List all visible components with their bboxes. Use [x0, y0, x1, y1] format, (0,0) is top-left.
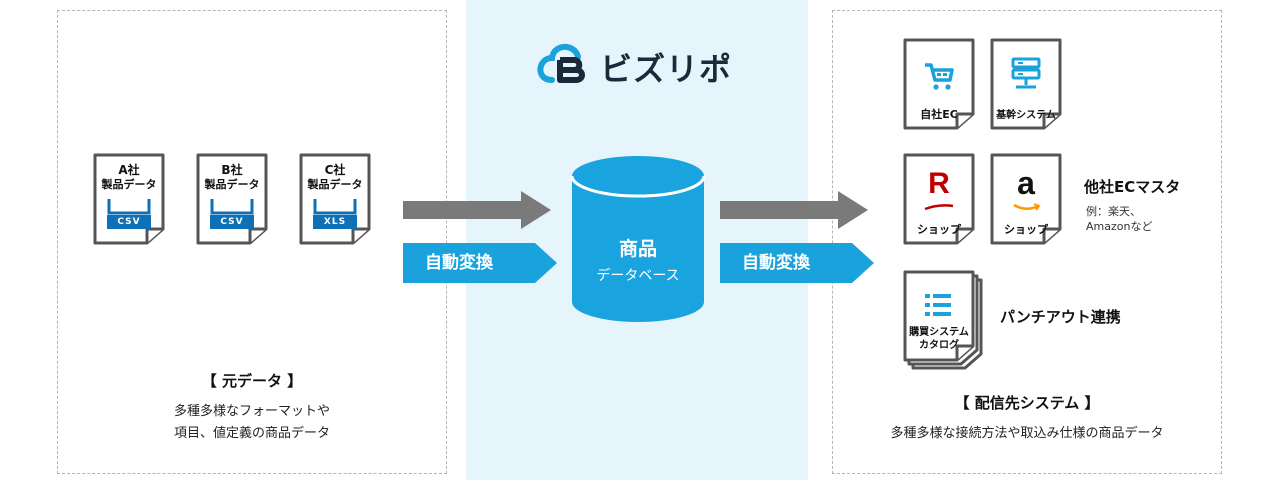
gray-arrow-left [403, 191, 551, 229]
stacked-documents-icon [903, 270, 983, 370]
document-frame-icon [903, 38, 975, 130]
cloud-logo-icon [537, 43, 585, 83]
rakuten-swoosh-icon [924, 204, 954, 211]
punchout-label: パンチアウト連携 [1000, 308, 1121, 326]
target-caption-title: 【 配信先システム 】 [954, 394, 1100, 412]
database-title: 商品 [618, 238, 657, 260]
amazon-smile-icon [1013, 203, 1041, 211]
document-frame-icon [990, 153, 1062, 245]
source-caption-line1: 多種多様なフォーマットや [173, 404, 330, 419]
catalog-label-line2: カタログ [919, 340, 959, 351]
list-icon [925, 294, 951, 316]
target-core-system: 基幹システム [988, 36, 1064, 132]
source-doc-b: B社 製品データ CSV [194, 151, 270, 247]
cart-icon [925, 63, 954, 90]
other-ec-note-1: 例：楽天、 [1086, 205, 1141, 218]
tile-label: ショップ [1004, 223, 1048, 236]
bizripo-logo: ビズリポ [536, 40, 746, 88]
format-badge: CSV [107, 215, 151, 229]
target-caption-line1: 多種多様な接続方法や取込み仕様の商品データ [890, 426, 1164, 441]
source-panel [57, 10, 447, 474]
database-subtitle: データベース [596, 268, 680, 284]
product-database-icon [570, 156, 706, 322]
server-icon [1011, 57, 1041, 89]
doc-company: B社 [221, 163, 243, 177]
target-amazon-shop: a ショップ [988, 151, 1064, 247]
logo-text: ビズリポ [600, 50, 733, 88]
auto-convert-arrow-right: 自動変換 [720, 243, 874, 283]
format-badge: XLS [313, 215, 357, 229]
tile-label: 自社EC [920, 108, 958, 121]
source-caption-line2: 項目、値定義の商品データ [173, 426, 330, 441]
rakuten-logo-icon: R [928, 167, 950, 200]
source-doc-c: C社 製品データ XLS [297, 151, 373, 247]
doc-sub: 製品データ [307, 178, 363, 191]
source-caption-title: 【 元データ 】 [201, 372, 303, 390]
other-ec-title: 他社ECマスタ [1084, 178, 1181, 196]
target-panel [832, 10, 1222, 474]
other-ec-note-2: Amazonなど [1086, 220, 1153, 233]
tile-label: ショップ [917, 223, 961, 236]
auto-convert-arrow-left: 自動変換 [403, 243, 557, 283]
doc-sub: 製品データ [204, 178, 260, 191]
doc-company: C社 [324, 163, 346, 177]
source-doc-a: A社 製品データ CSV [91, 151, 167, 247]
target-own-ec: 自社EC [901, 36, 977, 132]
target-rakuten-shop: R ショップ [901, 151, 977, 247]
gray-arrow-right [720, 191, 868, 229]
catalog-label-line1: 購買システム [909, 327, 969, 338]
doc-company: A社 [118, 163, 140, 177]
format-badge: CSV [210, 215, 254, 229]
target-catalog: 購買システム カタログ [901, 268, 985, 372]
doc-sub: 製品データ [101, 178, 157, 191]
amazon-logo-icon: a [1017, 165, 1035, 201]
tile-label: 基幹システム [996, 110, 1056, 121]
document-frame-icon [903, 153, 975, 245]
